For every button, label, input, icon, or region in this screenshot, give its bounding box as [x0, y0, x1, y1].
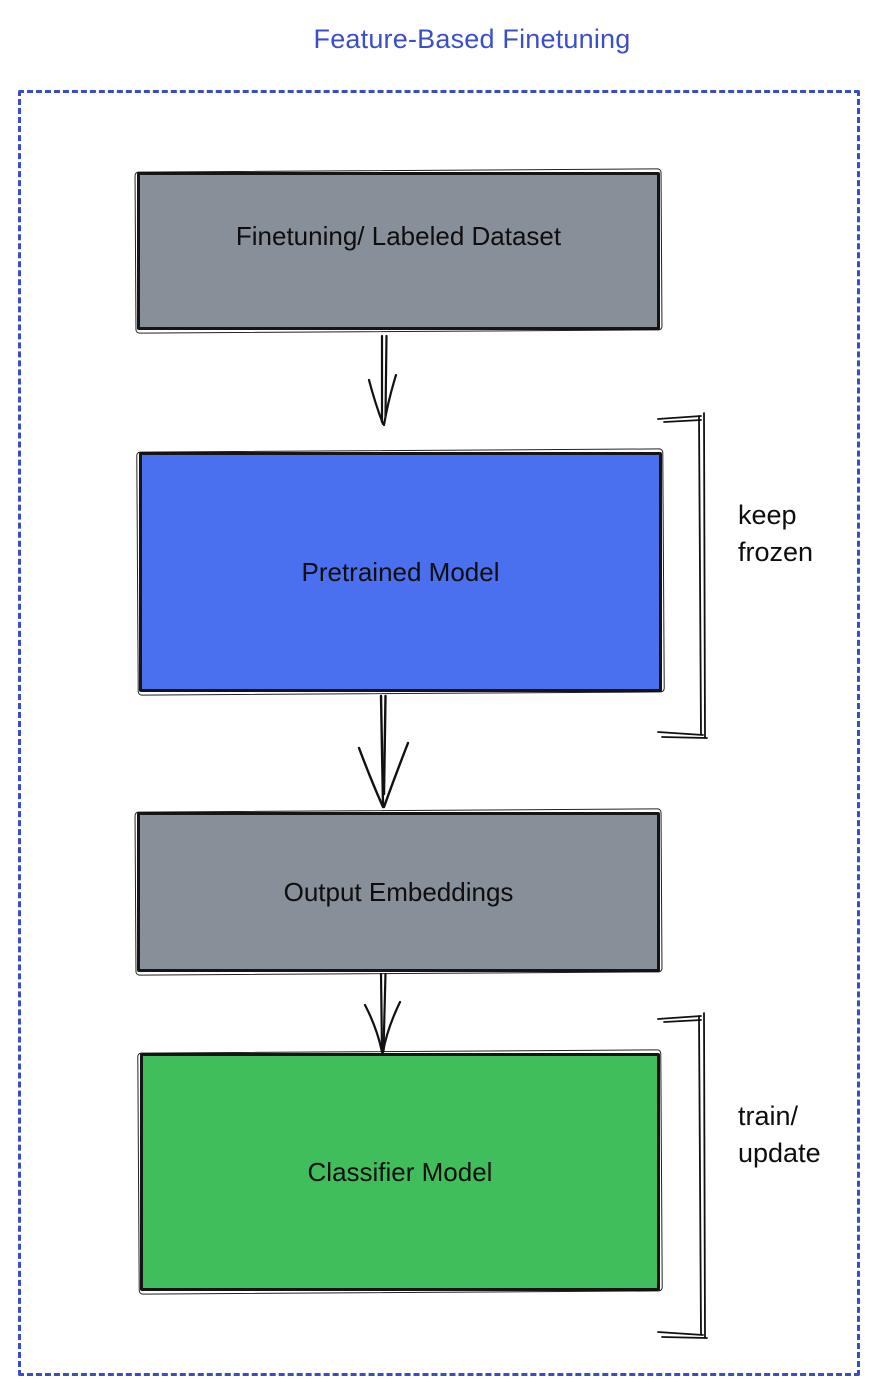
keep-frozen-label: keep frozen	[738, 500, 814, 567]
node-output-embeddings: Output Embeddings	[137, 812, 660, 972]
bracket-train-update-icon	[657, 1012, 708, 1339]
node-classifier-model: Classifier Model	[140, 1053, 660, 1291]
train-update-label: train/ update	[738, 1101, 821, 1168]
node-pretrained-model: Pretrained Model	[139, 452, 662, 692]
node-label: Classifier Model	[307, 1156, 493, 1187]
node-finetuning-dataset: Finetuning/ Labeled Dataset	[137, 172, 660, 330]
arrow-down-icon	[357, 694, 410, 809]
arrow-down-icon	[367, 334, 398, 427]
bracket-keep-frozen-icon	[657, 412, 708, 739]
diagram-title: Feature-Based Finetuning	[313, 24, 631, 54]
node-label: Pretrained Model	[301, 556, 500, 587]
node-label: Output Embeddings	[283, 876, 514, 907]
node-label: Finetuning/ Labeled Dataset	[235, 220, 562, 251]
dotted-frame	[18, 90, 860, 1376]
arrow-down-icon	[363, 973, 402, 1054]
